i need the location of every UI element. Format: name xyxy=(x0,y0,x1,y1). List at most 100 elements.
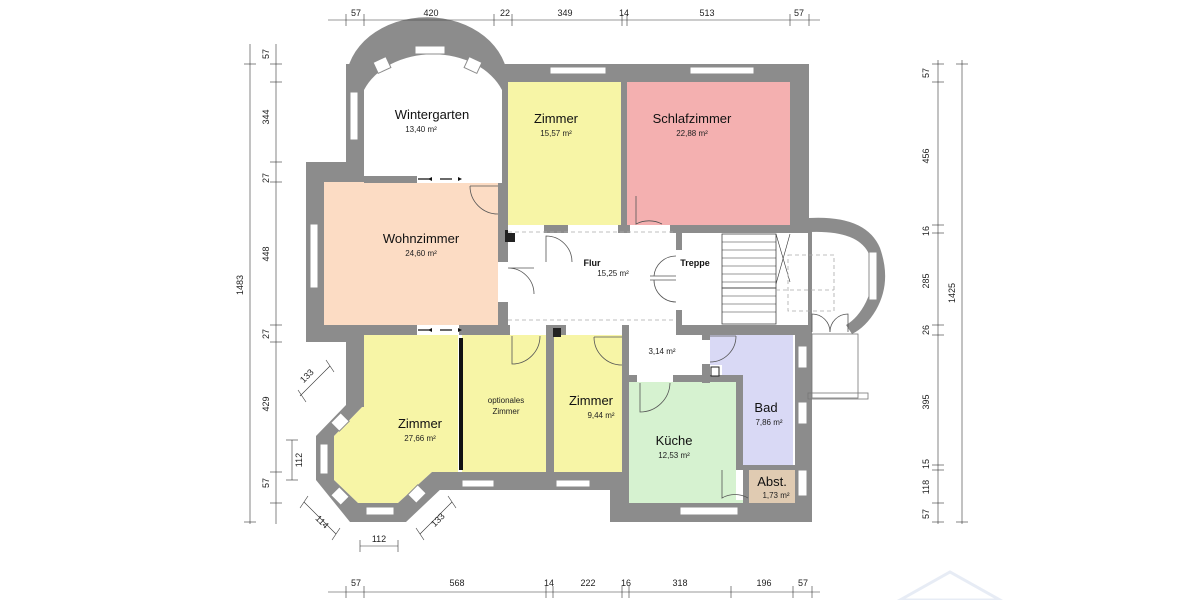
dimension-label: 133 xyxy=(298,367,316,385)
room-area-flur: 15,25 m² xyxy=(597,269,629,278)
dimension-label: 14 xyxy=(544,578,554,588)
wall xyxy=(621,64,627,226)
wall xyxy=(622,325,629,522)
terrace xyxy=(807,313,869,400)
dimension-label: 16 xyxy=(621,578,631,588)
windows xyxy=(309,45,878,516)
dimension-label: 318 xyxy=(672,578,687,588)
window xyxy=(868,251,878,301)
opening xyxy=(637,375,673,382)
dimension-label: 57 xyxy=(261,478,271,488)
dimension-label: 57 xyxy=(921,509,931,519)
wall xyxy=(736,465,796,470)
opening xyxy=(736,470,743,500)
door-swing xyxy=(650,279,677,303)
room-area-abst: 1,73 m² xyxy=(762,491,789,500)
dimension-line xyxy=(299,365,331,397)
optional-fill xyxy=(462,335,546,472)
room-name-optional-line1: optionales xyxy=(488,396,524,405)
room-area-zimmer-bottom-left: 27,66 m² xyxy=(404,434,436,443)
terrace-door xyxy=(811,313,831,333)
opening xyxy=(498,262,508,302)
dimension-top: 57 420 22 349 14 513 57 xyxy=(328,8,820,26)
terrace-step xyxy=(807,392,869,400)
dimension-label: 114 xyxy=(314,513,331,530)
room-fills xyxy=(324,72,795,503)
wall xyxy=(346,325,364,407)
window xyxy=(319,443,329,475)
zimmer-bottom-left-fill xyxy=(334,335,458,503)
dimension-label: 112 xyxy=(294,453,304,467)
wall xyxy=(676,325,812,335)
doors xyxy=(418,177,749,499)
wall xyxy=(743,470,749,510)
opening xyxy=(508,225,544,233)
room-area-bad: 7,86 m² xyxy=(755,418,782,427)
room-name-treppe: Treppe xyxy=(680,258,710,268)
wall xyxy=(502,64,508,226)
room-name-zimmer-top: Zimmer xyxy=(534,111,579,126)
room-labels: Wintergarten 13,40 m² Zimmer 15,57 m² Sc… xyxy=(383,107,790,500)
wall xyxy=(809,217,886,334)
wall xyxy=(546,325,554,490)
window xyxy=(797,345,808,369)
kueche-fill xyxy=(629,382,747,503)
dimension-label: 395 xyxy=(921,394,931,409)
opening xyxy=(568,225,618,233)
dimension-label: 133 xyxy=(429,511,447,529)
openings xyxy=(417,176,743,500)
window xyxy=(372,55,392,75)
window xyxy=(797,401,808,425)
arrow-marker xyxy=(458,328,462,332)
opening xyxy=(417,176,459,183)
dimension-label: 57 xyxy=(261,49,271,59)
chimney xyxy=(553,328,561,337)
dimension-label: 568 xyxy=(449,578,464,588)
dimension-label: 57 xyxy=(794,8,804,18)
window xyxy=(309,223,319,289)
walls xyxy=(306,17,886,522)
dimension-label: 344 xyxy=(261,109,271,124)
dimension-tick xyxy=(331,527,341,541)
dimension-label: 513 xyxy=(699,8,714,18)
dimension-label: 15 xyxy=(921,459,931,469)
room-name-zimmer-bottom-left: Zimmer xyxy=(398,416,443,431)
dimension-label: 57 xyxy=(798,578,808,588)
chimney xyxy=(505,230,515,242)
stair-landing xyxy=(787,254,835,312)
room-name-abst: Abst. xyxy=(757,474,787,489)
room-area-vorraum: 3,14 m² xyxy=(648,347,675,356)
dimension-label: 1483 xyxy=(235,275,245,295)
room-name-optional-line2: Zimmer xyxy=(492,407,519,416)
dimension-label: 27 xyxy=(261,329,271,339)
window xyxy=(679,506,739,516)
watermark-logo xyxy=(896,570,1004,600)
stair-block xyxy=(721,287,777,325)
room-area-wintergarten: 13,40 m² xyxy=(405,125,437,134)
stair-handrail xyxy=(775,233,791,285)
dimension-label: 112 xyxy=(372,534,386,544)
opening xyxy=(629,325,676,335)
room-name-bad: Bad xyxy=(754,400,777,415)
dimension-label: 118 xyxy=(921,480,931,494)
dimension-label: 456 xyxy=(921,148,931,163)
door-swing xyxy=(721,470,749,499)
room-name-wohnzimmer: Wohnzimmer xyxy=(383,231,460,246)
dimension-label: 27 xyxy=(261,173,271,183)
window xyxy=(330,412,350,432)
room-area-kueche: 12,53 m² xyxy=(658,451,690,460)
wall xyxy=(808,225,812,330)
dimension-label: 285 xyxy=(921,273,931,288)
window xyxy=(461,479,495,488)
dimension-label: 349 xyxy=(557,8,572,18)
dimension-label: 429 xyxy=(261,396,271,411)
staircase xyxy=(721,233,835,325)
dimension-label: 57 xyxy=(351,578,361,588)
door-swing xyxy=(709,335,737,363)
room-name-zimmer-bottom-mid: Zimmer xyxy=(569,393,614,408)
dimension-label: 57 xyxy=(351,8,361,18)
window xyxy=(407,484,427,504)
arrow-marker xyxy=(428,177,432,181)
dimension-line xyxy=(303,501,337,535)
zimmer-bottom-mid-fill xyxy=(554,335,622,472)
